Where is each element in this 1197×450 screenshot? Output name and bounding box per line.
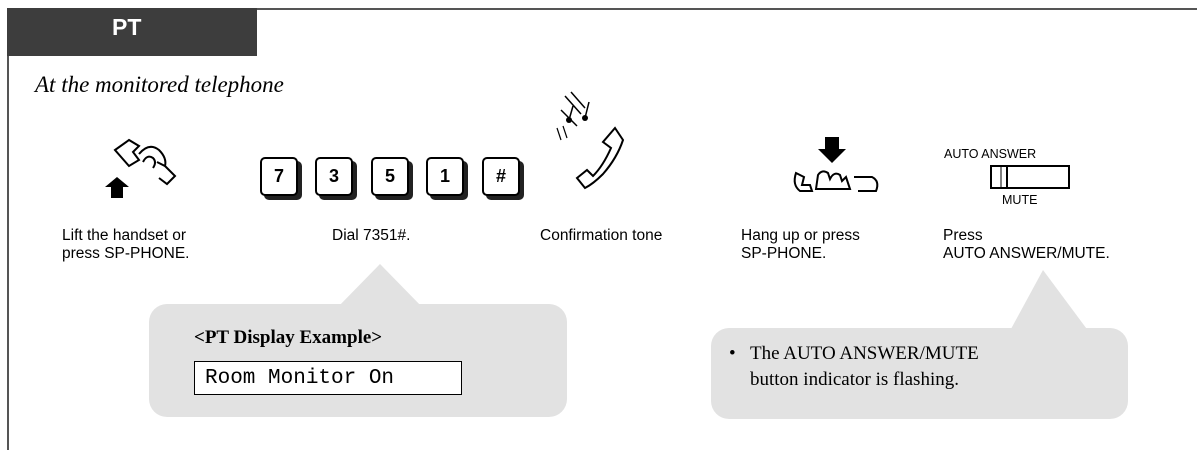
note-bubble	[711, 328, 1128, 419]
dial-key-5: 5	[371, 157, 409, 196]
section-tab: PT	[7, 8, 257, 56]
step-5-caption: Press AUTO ANSWER/MUTE.	[943, 227, 1110, 262]
display-example-text: Room Monitor On	[194, 361, 462, 395]
note-line-2: button indicator is flashing.	[750, 369, 959, 390]
note-line-1: The AUTO ANSWER/MUTE	[750, 343, 979, 364]
frame-left-border	[7, 8, 9, 450]
note-bubble-tail	[1005, 270, 1095, 340]
note-bullet: •	[729, 343, 736, 364]
step-3-caption: Confirmation tone	[540, 227, 663, 244]
handset-hangup-icon	[793, 137, 879, 192]
dial-key-3: 3	[315, 157, 353, 196]
display-example-title: <PT Display Example>	[194, 327, 383, 348]
heading: At the monitored telephone	[35, 72, 284, 97]
handset-lift-icon	[105, 138, 177, 198]
auto-answer-label: AUTO ANSWER	[944, 147, 1037, 161]
auto-answer-mute-button-icon	[990, 165, 1070, 189]
dial-key-hash: #	[482, 157, 520, 196]
step-1-caption: Lift the handset or press SP-PHONE.	[62, 227, 190, 262]
dial-key-1: 1	[426, 157, 464, 196]
step-2-caption: Dial 7351#.	[332, 227, 411, 244]
display-example-bubble	[149, 304, 567, 417]
display-bubble-tail	[336, 264, 424, 309]
frame-top-border	[7, 8, 1197, 10]
confirmation-tone-icon	[556, 91, 625, 190]
section-tab-label: PT	[112, 14, 142, 40]
step-4-caption: Hang up or press SP-PHONE.	[741, 227, 860, 262]
mute-label: MUTE	[1002, 193, 1038, 207]
dial-key-7: 7	[260, 157, 298, 196]
